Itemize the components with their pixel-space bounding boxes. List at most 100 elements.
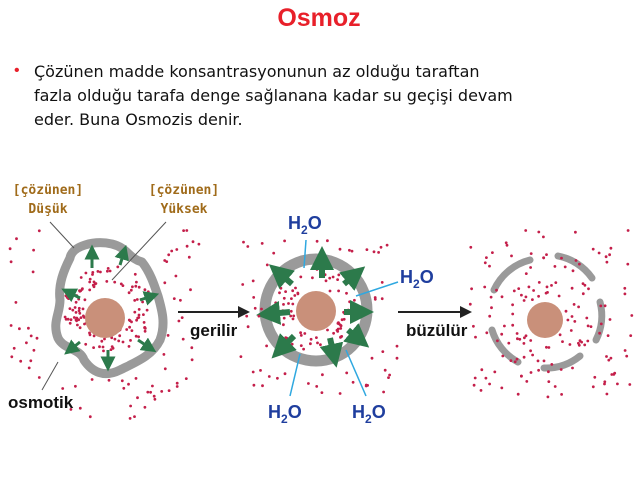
solute-dot <box>242 240 245 244</box>
solute-dot <box>315 336 318 339</box>
solute-dot <box>25 341 28 345</box>
solute-dot <box>529 339 533 342</box>
solute-dot <box>135 280 138 284</box>
solute-dot <box>597 251 601 255</box>
solute-dot <box>294 286 297 290</box>
solute-dot <box>338 247 342 251</box>
solute-dot <box>524 334 528 338</box>
solute-dot <box>153 397 157 401</box>
solute-dot <box>182 229 186 233</box>
solute-dot <box>388 373 391 377</box>
solute-dot <box>117 339 121 343</box>
solute-dot <box>299 344 303 347</box>
solute-dot <box>550 284 553 287</box>
solute-dot <box>382 390 385 394</box>
solute-dot <box>136 316 140 320</box>
solute-dot <box>143 329 147 333</box>
solute-dot <box>29 359 33 363</box>
solute-dot <box>129 404 133 408</box>
solute-dot <box>129 339 132 342</box>
solute-dot <box>340 318 344 322</box>
solute-dot <box>122 386 126 390</box>
solute-dot <box>380 297 384 301</box>
solute-dot <box>282 303 285 306</box>
solute-dot <box>542 235 545 239</box>
solute-dot <box>27 326 30 330</box>
solute-dot <box>15 237 18 241</box>
solute-dot <box>74 384 77 388</box>
solute-dot <box>35 336 39 340</box>
solute-dot <box>324 279 328 283</box>
solute-dot <box>395 344 399 348</box>
solute-dot <box>348 300 351 304</box>
solute-dot <box>91 273 94 276</box>
solute-dot <box>577 341 580 345</box>
solute-dot <box>496 339 499 343</box>
solute-dot <box>319 343 322 347</box>
solute-dot <box>71 308 75 312</box>
solute-dot <box>326 239 329 243</box>
solute-dot <box>558 333 562 337</box>
solute-dot <box>181 337 185 341</box>
solute-dot <box>296 292 300 296</box>
solute-dot <box>135 298 139 301</box>
solute-dot <box>170 249 174 253</box>
solute-dot <box>106 267 110 270</box>
solute-dot <box>606 334 610 337</box>
solute-dot <box>81 307 85 311</box>
solute-dot <box>573 320 577 323</box>
solute-dot <box>542 359 546 363</box>
solute-dot <box>593 375 597 379</box>
solute-dot <box>75 319 78 323</box>
solute-dot <box>267 375 271 378</box>
solute-dot <box>251 279 255 283</box>
solute-dot <box>91 271 95 274</box>
solute-dot <box>339 324 343 328</box>
solute-dot <box>163 281 167 285</box>
solute-dot <box>90 378 94 381</box>
solute-dot <box>591 385 595 389</box>
solute-dot <box>127 345 131 348</box>
cell-irregular-arrows <box>61 244 160 372</box>
pointer-line <box>41 361 59 391</box>
solute-dot <box>105 280 109 283</box>
solute-dot <box>511 323 515 327</box>
solute-dot <box>316 341 319 345</box>
solute-dot <box>299 331 302 335</box>
definition-line-3: eder. Buna Osmozis denir. <box>34 110 243 129</box>
solute-dot <box>278 291 281 295</box>
h2o-pointer-line <box>289 353 301 397</box>
solute-dot <box>302 347 305 351</box>
solute-dot <box>512 289 516 293</box>
solute-dot <box>561 340 564 343</box>
solute-dot <box>537 368 540 372</box>
solute-dot <box>276 376 279 380</box>
solute-dot <box>591 247 595 251</box>
solute-dot <box>598 331 601 335</box>
solute-dot <box>98 345 101 349</box>
solute-dot <box>507 341 511 345</box>
solute-low-label-line1: [çözünen] <box>13 183 83 198</box>
solute-dot <box>78 406 82 410</box>
solute-dot <box>245 314 249 318</box>
solute-dot <box>9 260 13 264</box>
solute-dot <box>387 376 390 379</box>
solute-dot <box>571 269 575 273</box>
solute-dot <box>246 245 250 248</box>
solute-dot <box>63 315 67 319</box>
solute-dot <box>570 286 574 290</box>
solute-dot <box>326 328 329 332</box>
water-arrow-icon <box>139 291 160 306</box>
solute-dot <box>289 314 293 318</box>
solute-dot <box>315 268 319 271</box>
solute-dot <box>351 380 355 384</box>
solute-dot <box>88 277 92 281</box>
solute-dot <box>505 243 509 247</box>
solute-dot <box>291 289 295 293</box>
solute-dot <box>133 299 137 302</box>
solute-dot <box>485 256 488 259</box>
solute-dot <box>501 354 505 358</box>
solute-dot <box>473 376 477 380</box>
solute-dot <box>113 280 117 284</box>
definition-line-2: fazla olduğu tarafa denge sağlanana kada… <box>34 86 513 105</box>
